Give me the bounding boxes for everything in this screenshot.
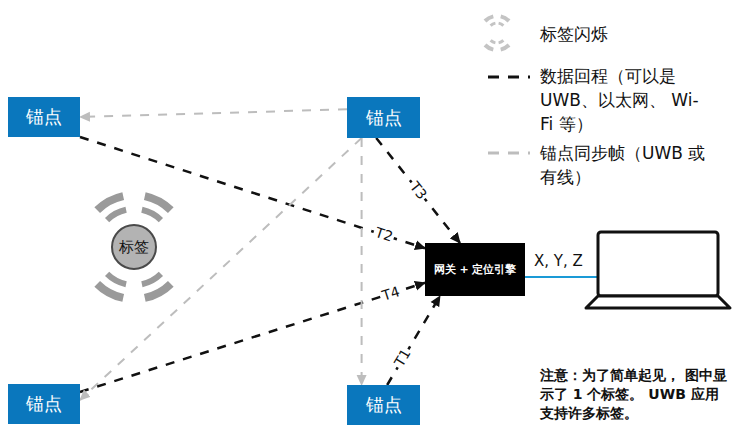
node-text: 锚点 [366,106,402,130]
legend-text: 数据回程（可以是 UWB、以太网、 Wi-Fi 等） [540,64,700,136]
anchor-box: 锚点 [8,384,80,424]
sync-connector [80,109,347,117]
anchor-box: 锚点 [8,97,80,137]
node-text: 锚点 [366,393,402,417]
anchor-box: 锚点 [347,97,420,138]
node-text: 锚点 [26,392,62,416]
backhaul-connector [80,283,425,392]
node-text: 标签 [119,238,149,257]
output-line [525,276,598,278]
output-label: X, Y, Z [534,251,583,271]
node-text: 网关 + 定位引擎 [434,262,517,277]
backhaul-connector [387,296,440,385]
legend-sync-line [488,152,530,155]
edge-label: T4 [378,283,403,304]
anchor-box: 锚点 [347,385,420,425]
node-text: 锚点 [26,105,62,129]
gateway-box: 网关 + 定位引擎 [425,243,525,296]
flash-arcs [97,196,171,298]
tag-circle: 标签 [111,224,157,270]
legend-text: 标签闪烁 [540,22,720,46]
legend-flash-icon [485,16,509,49]
edge-label: T2 [371,224,396,245]
edge-label: T3 [405,177,430,203]
edge-label: T1 [391,345,415,371]
sync-connector [361,138,363,385]
laptop-icon [586,232,730,308]
backhaul-connector [376,138,460,243]
legend-text: 锚点同步帧（UWB 或 有线） [540,141,720,189]
note-text: 注意：为了简单起见， 图中显示了 1 个标签。 UWB 应用支持许多标签。 [540,366,730,423]
sync-connector [80,138,362,400]
legend-backhaul-line [488,76,530,79]
